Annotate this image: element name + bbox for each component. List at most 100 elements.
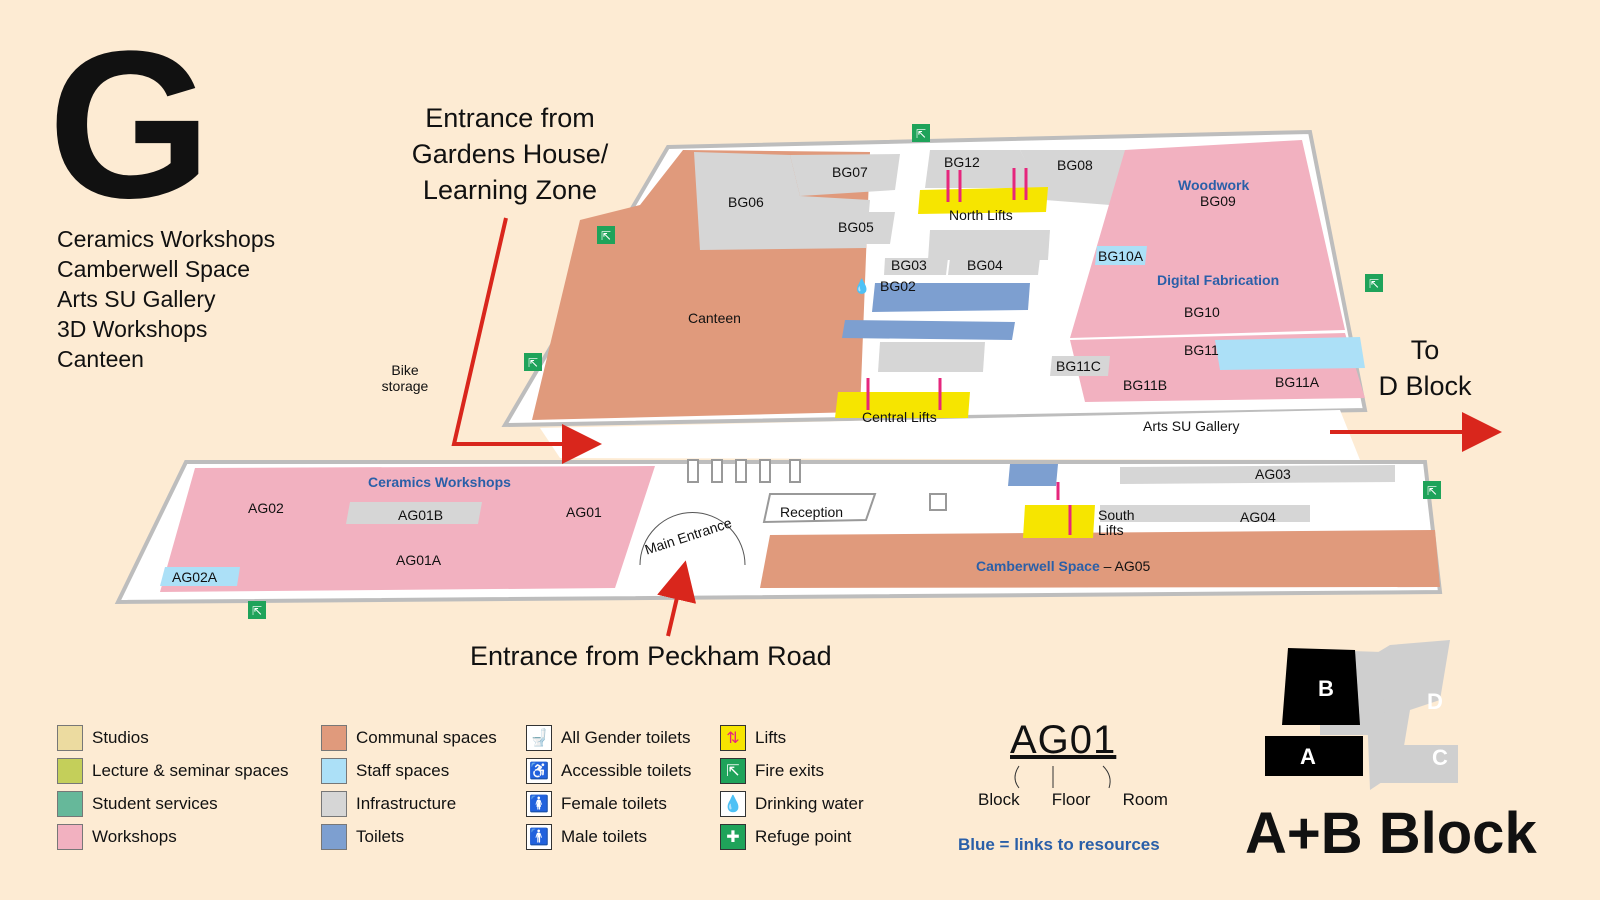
room-label-bg05[interactable]: BG05: [838, 219, 874, 235]
bg03-area[interactable]: [884, 258, 948, 275]
ag03-area[interactable]: [1120, 465, 1395, 484]
legend-infrastructure: Infrastructure: [321, 791, 456, 817]
reception-desk[interactable]: [762, 493, 877, 524]
svg-text:⇱: ⇱: [916, 127, 926, 141]
accessible-toilet-area[interactable]: [1008, 464, 1058, 486]
bg05-area[interactable]: [808, 212, 895, 244]
room-label-bg09[interactable]: BG09: [1200, 193, 1236, 209]
camberwell-space-link[interactable]: Camberwell Space: [976, 558, 1100, 574]
room-label-ag01a[interactable]: AG01A: [396, 552, 442, 568]
room-label-bg06[interactable]: BG06: [728, 194, 764, 210]
floor-area-item: Arts SU Gallery: [57, 286, 216, 312]
legend-accessible: ♿Accessible toilets: [526, 758, 691, 784]
bg11-staff-area[interactable]: [1215, 337, 1365, 370]
studios-swatch: [57, 725, 83, 751]
gardens-entrance-label: Entrance from Gardens House/ Learning Zo…: [411, 103, 609, 205]
canteen-label[interactable]: Canteen: [688, 310, 741, 326]
drinking-water-icon: 💧: [720, 791, 746, 817]
ag04-area[interactable]: [1100, 505, 1310, 522]
room-label-bg02[interactable]: BG02: [880, 278, 916, 294]
camberwell-space-label[interactable]: Camberwell Space – AG05: [976, 558, 1150, 574]
woodwork-area[interactable]: [1070, 140, 1345, 338]
toilet-block-upper[interactable]: [872, 283, 1030, 312]
room-label-ag03[interactable]: AG03: [1255, 466, 1291, 482]
toilet-block-lower[interactable]: [842, 320, 1015, 340]
camberwell-space-area[interactable]: [760, 530, 1440, 588]
fire-exit-icon: ⇱: [912, 124, 930, 142]
blue-links-note: Blue = links to resources: [958, 835, 1160, 854]
bike-storage-label: Bike storage: [381, 362, 429, 394]
reception-label[interactable]: Reception: [780, 504, 844, 520]
communal-swatch: [321, 725, 347, 751]
arts-su-gallery-area[interactable]: [540, 410, 1360, 460]
bg07-area[interactable]: [790, 154, 900, 196]
room-label-ag02a[interactable]: AG02A: [172, 569, 218, 585]
lecture-swatch: [57, 758, 83, 784]
legend-studios: Studios: [57, 725, 149, 751]
room-label-bg11c[interactable]: BG11C: [1056, 358, 1101, 374]
svg-text:⇱: ⇱: [1427, 484, 1437, 498]
legend-staff: Staff spaces: [321, 758, 449, 784]
ceramics-workshops-area[interactable]: [160, 466, 655, 592]
room-code-labels: Block Floor Room: [978, 790, 1168, 809]
svg-text:⇱: ⇱: [252, 604, 262, 618]
floor-letter: G: [48, 7, 212, 242]
ag02a-area[interactable]: [160, 567, 240, 586]
legend-student-services: Student services: [57, 791, 218, 817]
svg-text:⇱: ⇱: [601, 229, 611, 243]
key-block-d: D: [1427, 689, 1443, 714]
key-block-c: C: [1432, 745, 1448, 770]
woodwork-link[interactable]: Woodwork: [1178, 177, 1250, 193]
bg04-area[interactable]: [948, 258, 1040, 275]
floor-area-item: Canteen: [57, 346, 144, 372]
all-gender-toilet-icon: 🚽: [526, 725, 552, 751]
peckham-entrance-arrow: [657, 560, 697, 637]
room-label-bg03[interactable]: BG03: [891, 257, 927, 273]
workshops-swatch: [57, 824, 83, 850]
room-label-ag01b[interactable]: AG01B: [398, 507, 444, 523]
staff-swatch: [321, 758, 347, 784]
bg10a-area[interactable]: [1095, 246, 1147, 265]
peckham-entrance-label: Entrance from Peckham Road: [470, 641, 832, 671]
to-d-block-label[interactable]: To D Block: [1378, 335, 1472, 401]
floor-area-list: Ceramics Workshops Camberwell Space Arts…: [57, 224, 275, 374]
room-label-bg07[interactable]: BG07: [832, 164, 868, 180]
arts-su-gallery-label[interactable]: Arts SU Gallery: [1143, 418, 1240, 434]
room-label-bg10[interactable]: BG10: [1184, 304, 1220, 320]
north-lifts-label: North Lifts: [949, 207, 1013, 223]
legend-communal: Communal spaces: [321, 725, 497, 751]
fire-exit-icon: ⇱: [524, 353, 542, 371]
key-block-a: A: [1300, 744, 1316, 769]
room-label-ag04[interactable]: AG04: [1240, 509, 1276, 525]
bg11c-area[interactable]: [1050, 356, 1110, 376]
room-label-bg10a[interactable]: BG10A: [1098, 248, 1144, 264]
central-lifts-label: Central Lifts: [862, 409, 937, 425]
room-label-ag02[interactable]: AG02: [248, 500, 284, 516]
south-lifts-area[interactable]: [1023, 505, 1095, 538]
legend-toilets: Toilets: [321, 824, 404, 850]
room-label-bg12[interactable]: BG12: [944, 154, 980, 170]
south-lifts-label: South Lifts: [1098, 507, 1135, 538]
block-key-map: [1265, 640, 1458, 790]
ceramics-workshops-link[interactable]: Ceramics Workshops: [368, 474, 511, 490]
fire-exit-icon: ⇱: [1365, 274, 1383, 292]
room-label-bg11a[interactable]: BG11A: [1275, 374, 1320, 390]
bg12-area[interactable]: [925, 150, 1040, 188]
refuge-point-icon: ✚: [720, 824, 746, 850]
student-services-swatch: [57, 791, 83, 817]
toilets-swatch: [321, 824, 347, 850]
ag01b-area[interactable]: [346, 502, 482, 524]
legend-lecture: Lecture & seminar spaces: [57, 758, 289, 784]
gardens-entrance-arrow: [451, 217, 602, 464]
room-label-bg08[interactable]: BG08: [1057, 157, 1093, 173]
svg-text:⇱: ⇱: [528, 356, 538, 370]
room-label-ag01[interactable]: AG01: [566, 504, 602, 520]
fire-exit-icon: ⇱: [1423, 481, 1441, 499]
male-toilet-icon: 🚹: [526, 824, 552, 850]
room-label-bg11[interactable]: BG11: [1184, 342, 1219, 358]
room-label-bg04[interactable]: BG04: [967, 257, 1003, 273]
digital-fabrication-link[interactable]: Digital Fabrication: [1157, 272, 1280, 288]
room-label-bg11b[interactable]: BG11B: [1123, 377, 1168, 393]
floor-area-item: Camberwell Space: [57, 256, 251, 282]
